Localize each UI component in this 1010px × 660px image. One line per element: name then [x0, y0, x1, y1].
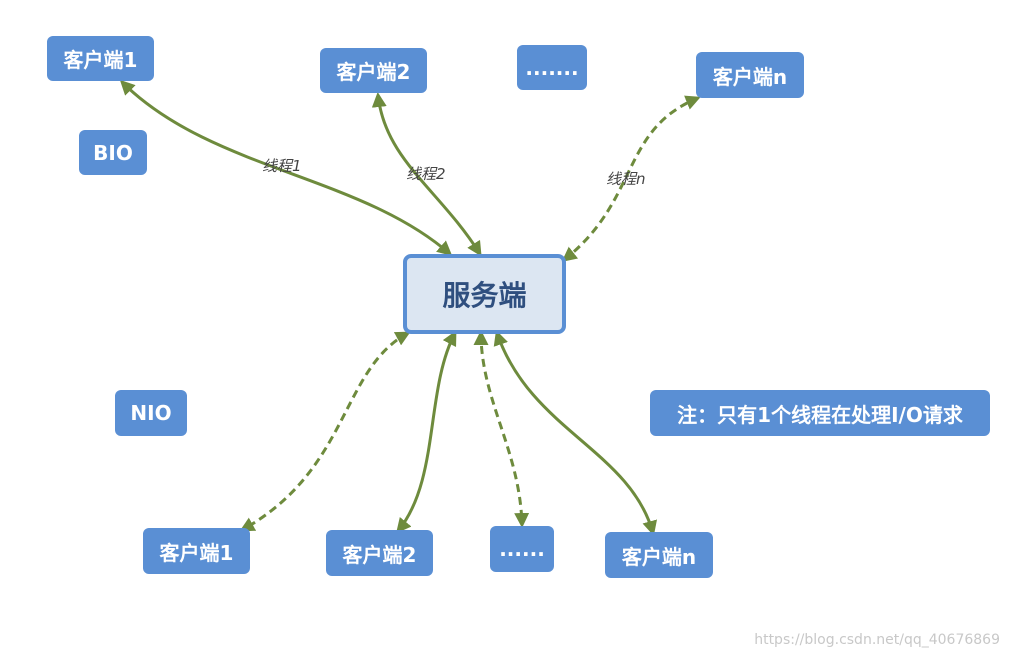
nio-connector-2 — [396, 330, 457, 534]
thread-label-n: 线程n — [606, 170, 646, 188]
bio-client-1: 客户端1 — [47, 36, 154, 81]
nio-client-2: 客户端2 — [326, 530, 433, 576]
bio-label: BIO — [79, 130, 147, 175]
nio-client-n: 客户端n — [605, 532, 713, 578]
nio-connector-n — [493, 330, 658, 536]
nio-connector-3 — [473, 330, 530, 528]
server-node: 服务端 — [403, 254, 566, 334]
thread-label-2: 线程2 — [406, 165, 446, 183]
bio-connector-2 — [371, 92, 482, 257]
watermark-text: https://blog.csdn.net/qq_40676869 — [754, 632, 1000, 648]
bio-client-2: 客户端2 — [320, 48, 427, 93]
note-box: 注：只有1个线程在处理I/O请求 — [650, 390, 990, 436]
nio-connector-1 — [239, 331, 411, 532]
thread-label-1: 线程1 — [262, 157, 302, 175]
bio-client-ellipsis: ....... — [517, 45, 587, 90]
nio-client-1: 客户端1 — [143, 528, 250, 574]
bio-connector-n — [561, 95, 701, 262]
nio-client-ellipsis: ...... — [490, 526, 554, 572]
bio-client-n: 客户端n — [696, 52, 804, 98]
nio-label: NIO — [115, 390, 187, 436]
